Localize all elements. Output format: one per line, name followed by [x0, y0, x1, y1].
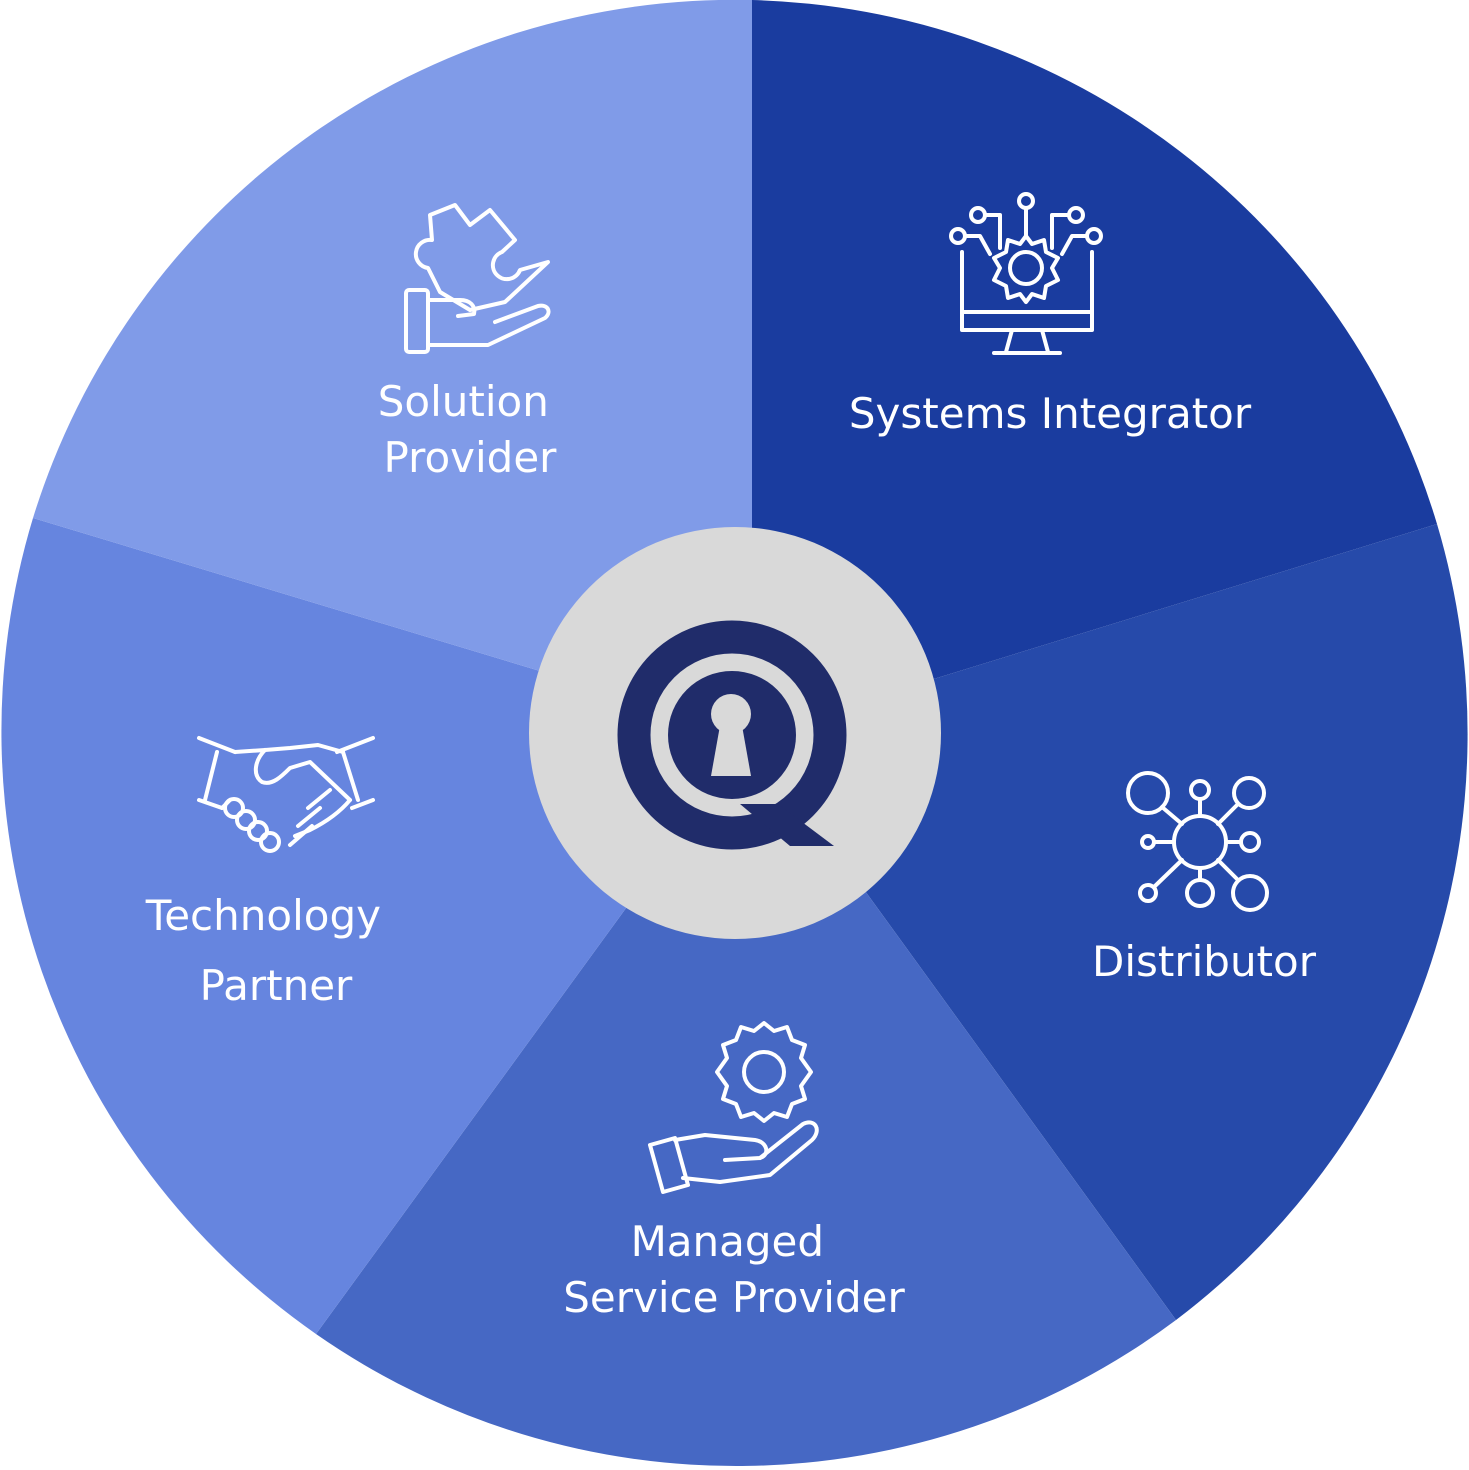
monitor-gear-circuit-icon: [949, 192, 1103, 355]
handshake-icon: [197, 736, 375, 853]
segment-systems-integrator[interactable]: [752, 0, 1437, 735]
center-logo: [529, 527, 941, 939]
label-technology-partner: Technology Partner: [145, 891, 395, 1010]
network-hub-icon: [1126, 771, 1269, 912]
hand-puzzle-icon: [404, 203, 551, 354]
label-solution-provider: Solution Provider: [378, 377, 562, 482]
label-distributor: Distributor: [1092, 937, 1317, 986]
label-systems-integrator: Systems Integrator: [849, 389, 1252, 438]
hand-gear-icon: [648, 1021, 819, 1194]
segment-solution-provider[interactable]: [33, 0, 752, 735]
segment-managed-service-provider[interactable]: [316, 735, 1176, 1467]
label-managed-service-provider: Managed Service Provider: [563, 1217, 905, 1322]
keyhole-q-logo-icon: [617, 620, 847, 850]
